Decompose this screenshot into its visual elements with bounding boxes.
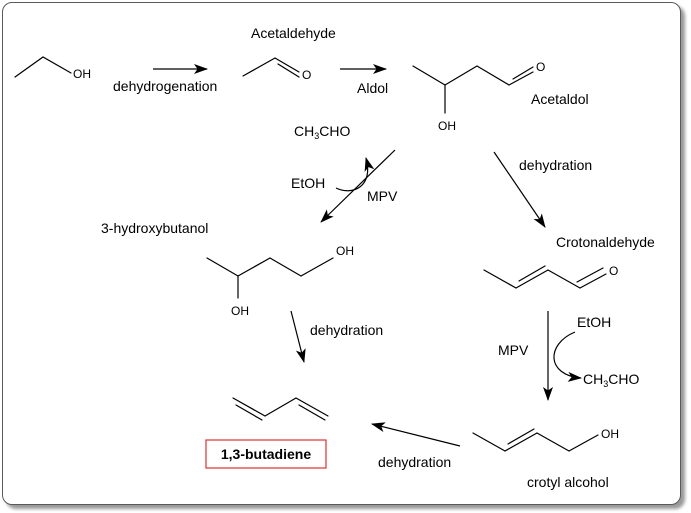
mpv-label-2: MPV: [498, 342, 529, 358]
ethanol-structure: OH: [14, 56, 91, 81]
acetaldol-o: O: [536, 60, 545, 74]
crotyl-alcohol-structure: OH: [472, 427, 619, 452]
butadiene-label: 1,3-butadiene: [221, 446, 311, 462]
hydroxybutanol-structure: OH OH: [206, 244, 354, 318]
dehydration-label-1: dehydration: [519, 157, 592, 173]
dehydration-arrow-2: [290, 310, 306, 363]
hydroxybutanol-label: 3-hydroxybutanol: [101, 220, 208, 236]
etoh-2: EtOH: [577, 314, 611, 330]
crotonaldehyde-label: Crotonaldehyde: [556, 234, 655, 250]
dehydration-arrow-1: [493, 151, 546, 228]
mpv-curved-arrow-2: [553, 331, 582, 382]
acetaldehyde-o: O: [302, 68, 311, 82]
acetaldol-structure: O OH: [412, 60, 545, 133]
hydroxybutanol-oh-terminal: OH: [336, 244, 354, 258]
aldol-label: Aldol: [357, 80, 388, 96]
crotyl-alcohol-oh: OH: [601, 427, 619, 441]
ch3cho-2: CH3CHO: [583, 371, 639, 389]
dehydration-arrow-3: [371, 422, 461, 447]
ch3cho-1: CH3CHO: [294, 123, 350, 141]
dehydrogenation-label: dehydrogenation: [113, 78, 217, 94]
acetaldol-label: Acetaldol: [531, 91, 589, 107]
crotyl-alcohol-label: crotyl alcohol: [527, 474, 609, 490]
butadiene-structure: [232, 397, 329, 421]
acetaldehyde-structure: O: [242, 57, 311, 82]
scheme-frame: [2, 2, 681, 505]
hydroxybutanol-oh-secondary: OH: [231, 304, 249, 318]
mpv-curved-arrow-1: [335, 157, 375, 192]
etoh-1: EtOH: [291, 175, 325, 191]
acetaldol-oh: OH: [438, 119, 456, 133]
mpv-arrow-1: [320, 149, 396, 223]
butadiene-highlight-box: [205, 439, 327, 469]
dehydration-label-3: dehydration: [378, 454, 451, 470]
crotonaldehyde-o: O: [609, 264, 618, 278]
ethanol-oh: OH: [73, 67, 91, 81]
dehydration-label-2: dehydration: [310, 322, 383, 338]
acetaldehyde-label: Acetaldehyde: [251, 25, 336, 41]
mpv-label-1: MPV: [367, 188, 398, 204]
crotonaldehyde-structure: O: [483, 264, 618, 289]
